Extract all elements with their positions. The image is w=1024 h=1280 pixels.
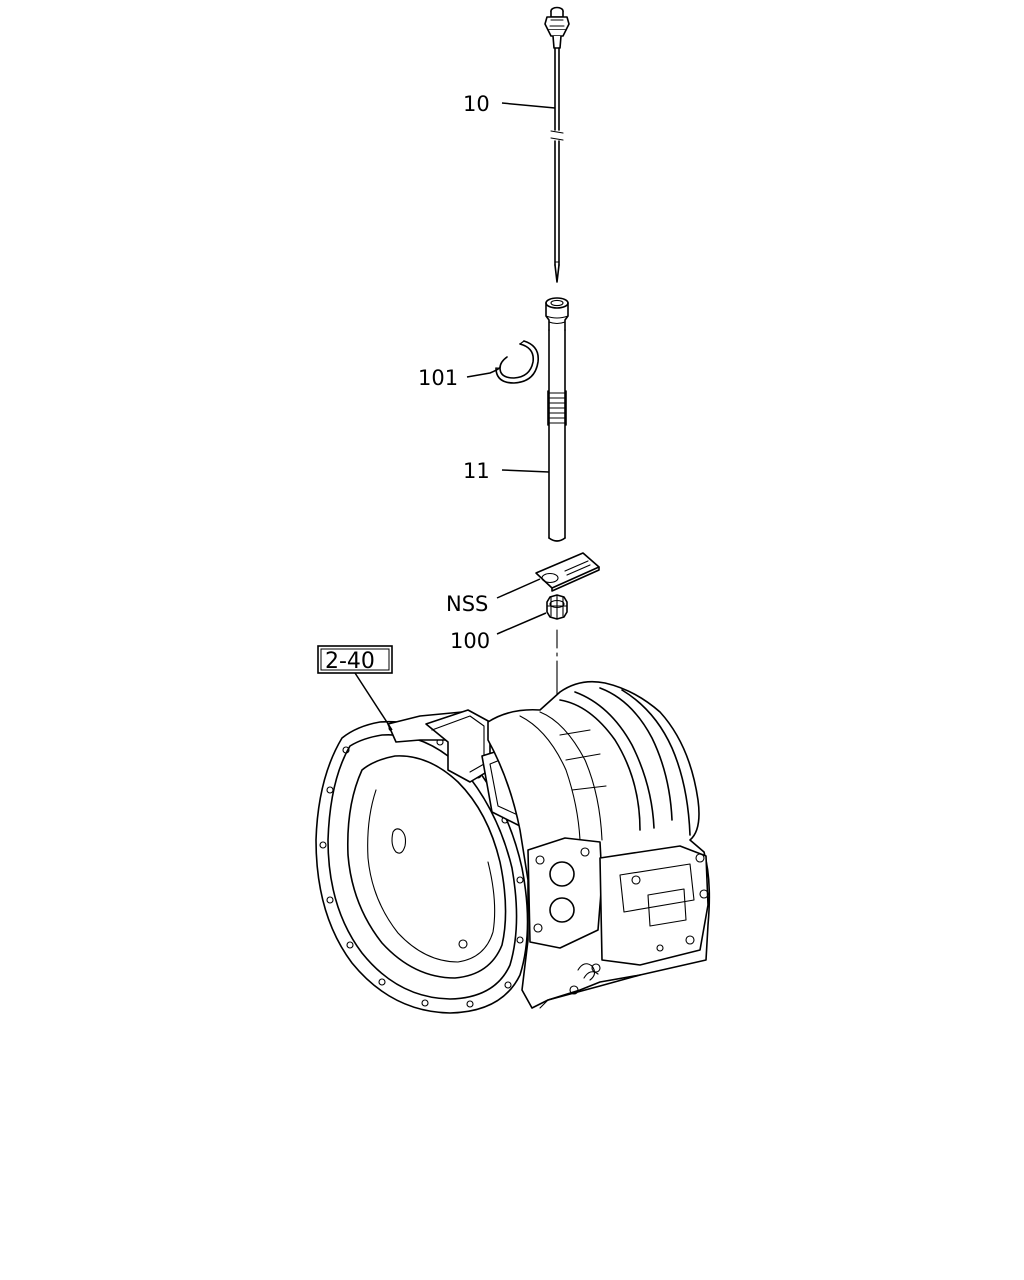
- leader-lines: [354, 102, 556, 731]
- transmission-housing: [315, 680, 711, 1014]
- callout-100: 100: [450, 629, 490, 653]
- part-11-guide-tube[interactable]: [545, 297, 569, 542]
- callout-11: 11: [463, 459, 490, 483]
- part-10-dipstick[interactable]: [544, 6, 570, 283]
- part-100-nut[interactable]: [546, 594, 568, 620]
- reference-box[interactable]: 2-40: [317, 645, 393, 674]
- reference-label: 2-40: [325, 649, 375, 674]
- callout-10: 10: [463, 92, 490, 116]
- part-101-clip[interactable]: [495, 340, 540, 384]
- callout-nss: NSS: [446, 592, 488, 616]
- callout-101: 101: [418, 366, 458, 390]
- part-nss-plate[interactable]: [535, 552, 600, 592]
